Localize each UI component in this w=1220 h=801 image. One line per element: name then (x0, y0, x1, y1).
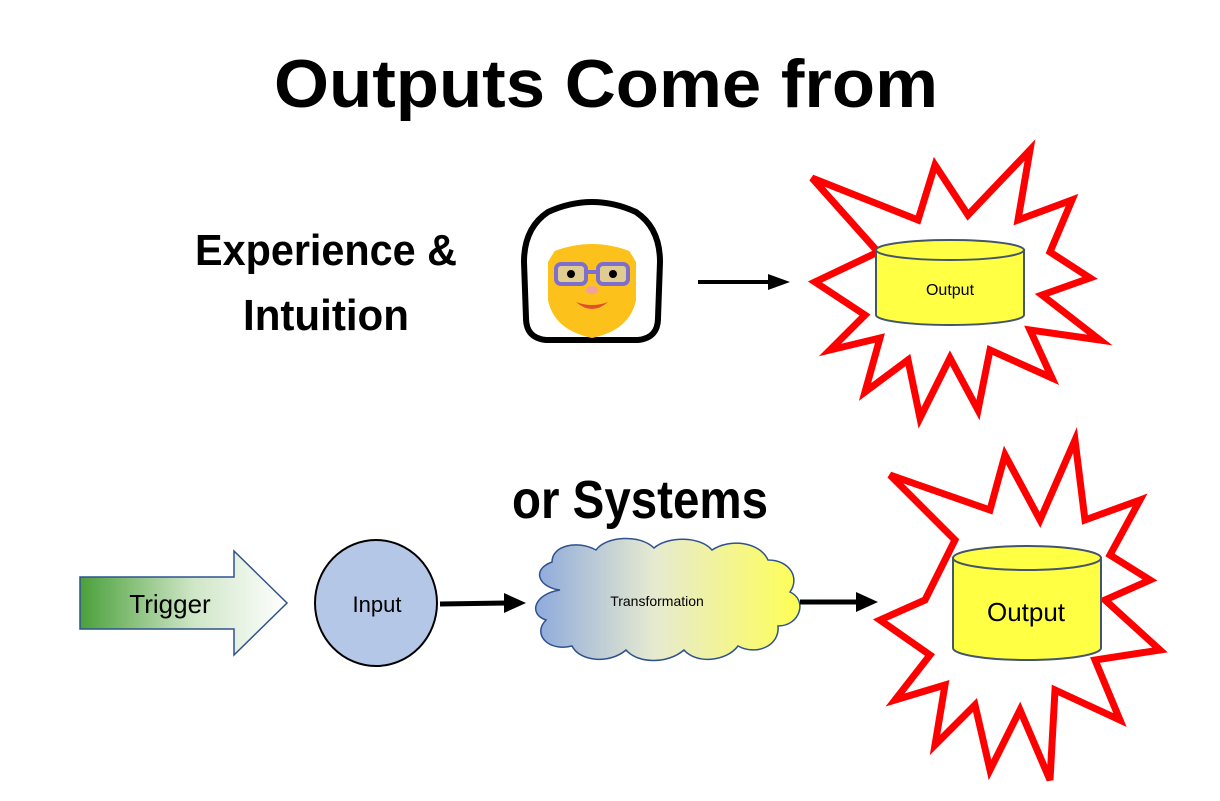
input-to-transformation-arrow (439, 593, 526, 613)
trigger-arrow (79, 549, 289, 657)
trigger-label: Trigger (129, 589, 211, 619)
input-circle (314, 539, 438, 667)
output-cylinder (875, 239, 1025, 326)
output-cylinder (952, 545, 1102, 661)
transformation-to-output-arrow (800, 592, 878, 612)
transformation-label: Transformation (610, 593, 704, 609)
systems-heading: or Systems (512, 470, 768, 530)
output-label: Output (987, 597, 1066, 627)
transformation-cloud (535, 537, 801, 662)
page-title: Outputs Come from (274, 46, 938, 122)
experience-label: Experience & (195, 226, 457, 275)
right-arrow-icon (698, 274, 790, 290)
intuition-label: Intuition (243, 291, 409, 340)
input-label: Input (353, 592, 402, 617)
output-label: Output (926, 282, 975, 299)
elderly-woman-with-glasses-icon (520, 199, 664, 343)
